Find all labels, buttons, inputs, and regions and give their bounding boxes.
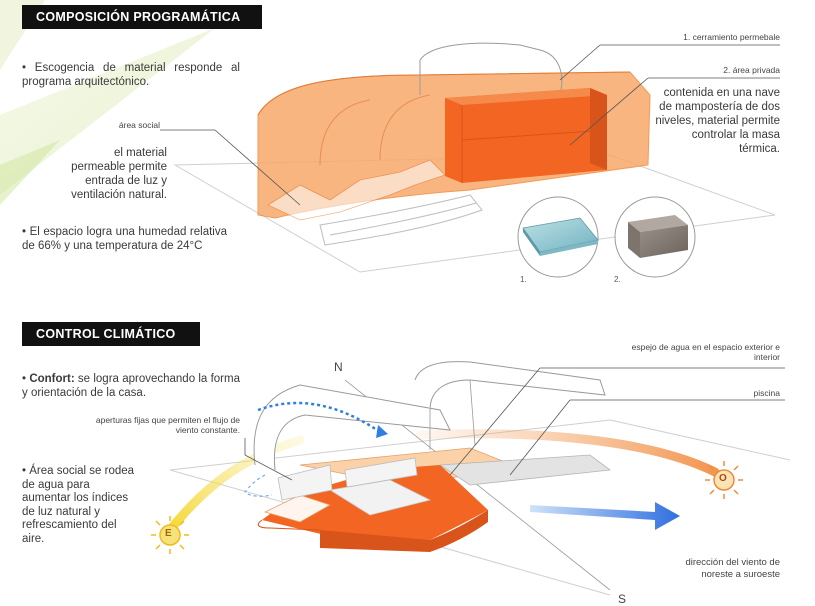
- note-social-area: el material permeable permite entrada de…: [71, 147, 167, 201]
- section-title-climate: CONTROL CLIMÁTICO: [22, 322, 200, 346]
- climate-diagram: [165, 361, 791, 596]
- label-water-mirror: espejo de agua en el espacio exterior e …: [631, 342, 780, 362]
- label-permeable-enclosure: 1. cerramiento permebale: [683, 32, 780, 42]
- label-wind-direction: dirección del viento de noreste a suroes…: [685, 557, 780, 580]
- sun-east-icon: [151, 516, 189, 554]
- sun-east-label: E: [165, 528, 172, 539]
- composition-diagram: [160, 42, 780, 278]
- bullet-water: • Área social se rodea de agua para aume…: [22, 465, 135, 545]
- bullet-humidity: • El espacio logra una humedad relativa …: [22, 226, 227, 252]
- label-pool: piscina: [753, 388, 780, 398]
- material-1-label: 1.: [520, 275, 527, 284]
- label-private-area: 2. área privada: [723, 65, 780, 75]
- sun-west-icon: [705, 461, 743, 499]
- compass-north: N: [334, 360, 343, 374]
- bullet-comfort: • Confort: se logra aprovechando la form…: [22, 373, 240, 399]
- comfort-label: Confort:: [29, 373, 75, 385]
- label-social-area: área social: [118, 120, 160, 130]
- note-private-area: contenida en una nave de mampostería de …: [655, 87, 780, 155]
- sun-west-label: O: [719, 473, 727, 484]
- compass-south: S: [618, 592, 627, 606]
- bullet-material: • Escogencia de material responde al pro…: [22, 62, 240, 88]
- label-fixed-openings: aperturas fijas que permiten el flujo de…: [95, 415, 240, 435]
- comfort-text: se logra aprovechando la forma y orienta…: [22, 373, 240, 399]
- section-title-composition: COMPOSICIÓN PROGRAMÁTICA: [22, 5, 262, 29]
- material-2-label: 2.: [614, 275, 621, 284]
